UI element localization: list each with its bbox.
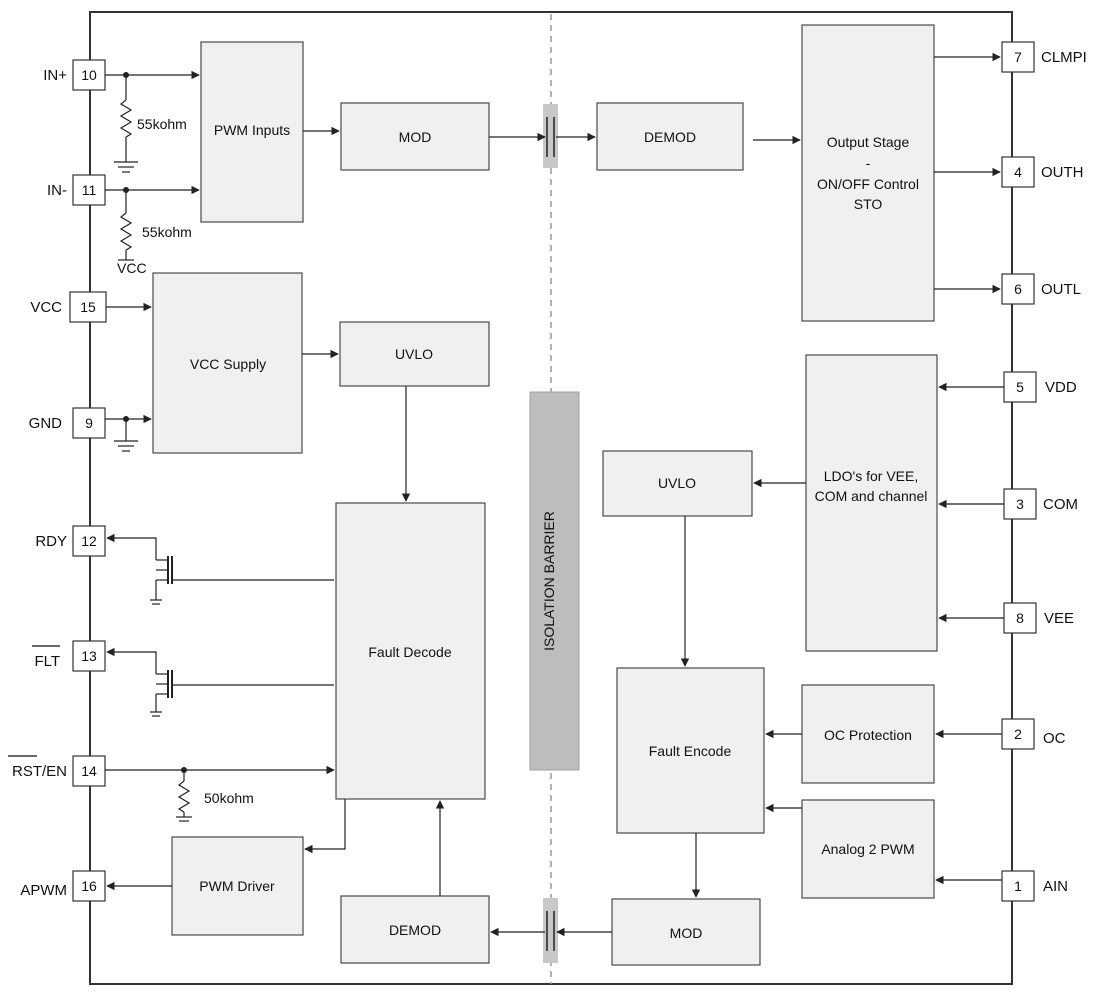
svg-text:IN+: IN+ <box>43 67 67 84</box>
isolation-capacitor-top <box>543 104 558 168</box>
svg-text:ON/OFF Control: ON/OFF Control <box>817 176 919 192</box>
block-uvlo-primary: UVLO <box>339 321 490 387</box>
svg-text:Analog 2 PWM: Analog 2 PWM <box>821 841 914 857</box>
pin-ain: 1 AIN <box>1001 870 1068 902</box>
svg-text:9: 9 <box>85 415 93 431</box>
block-demod-top: DEMOD <box>596 102 744 171</box>
ground-icon <box>114 161 138 173</box>
svg-text:OUTH: OUTH <box>1041 164 1084 181</box>
pin-oc: 2 OC <box>1001 718 1066 750</box>
svg-text:2: 2 <box>1014 726 1022 742</box>
pin-vee: 8 VEE <box>1003 602 1074 634</box>
pin-com: 3 COM <box>1003 488 1078 520</box>
svg-text:FLT: FLT <box>34 653 60 670</box>
svg-text:UVLO: UVLO <box>395 346 433 362</box>
svg-text:LDO's for VEE,: LDO's for VEE, <box>824 468 918 484</box>
svg-text:4: 4 <box>1014 164 1022 180</box>
svg-text:OC Protection: OC Protection <box>824 727 912 743</box>
pin-apwm: 16 APWM <box>20 870 106 902</box>
svg-text:10: 10 <box>81 67 97 83</box>
resistor-rst: 50kohm <box>176 770 254 822</box>
pin-flt: 13 FLT <box>32 640 106 672</box>
ground-icon <box>114 419 138 452</box>
svg-text:15: 15 <box>80 299 96 315</box>
isolation-capacitor-bottom <box>543 898 558 963</box>
block-fault-encode: Fault Encode <box>616 667 765 834</box>
svg-text:Fault Decode: Fault Decode <box>368 644 451 660</box>
svg-text:AIN: AIN <box>1043 878 1068 895</box>
svg-text:MOD: MOD <box>399 129 432 145</box>
block-fault-decode: Fault Decode <box>335 502 486 800</box>
pin-clmpi: 7 CLMPI <box>1001 41 1087 73</box>
block-uvlo-secondary: UVLO <box>602 450 753 517</box>
svg-text:14: 14 <box>81 763 97 779</box>
svg-text:DEMOD: DEMOD <box>644 129 696 145</box>
svg-text:VCC Supply: VCC Supply <box>190 356 266 372</box>
pin-outl: 6 OUTL <box>1001 273 1081 305</box>
block-ldo: LDO's for VEE, COM and channel <box>805 354 938 652</box>
svg-text:7: 7 <box>1014 49 1022 65</box>
block-oc-protection: OC Protection <box>801 684 935 784</box>
svg-text:RST/EN: RST/EN <box>12 763 67 780</box>
resistor-rst-label: 50kohm <box>204 790 254 806</box>
wires <box>105 52 1004 937</box>
resistor-in-minus-supply-label: VCC <box>117 260 147 276</box>
block-pwm-driver: PWM Driver <box>171 836 304 936</box>
block-vcc-supply: VCC Supply <box>152 272 303 454</box>
svg-text:VCC: VCC <box>30 299 62 316</box>
resistor-in-plus-label: 55kohm <box>137 116 187 132</box>
svg-text:UVLO: UVLO <box>658 475 696 491</box>
transistor-rdy <box>106 533 334 605</box>
svg-text:13: 13 <box>81 648 97 664</box>
pin-gnd: 9 GND <box>29 407 106 439</box>
pin-rst-en: 14 RST/EN <box>8 755 106 787</box>
svg-text:IN-: IN- <box>47 182 67 199</box>
transistor-flt <box>106 647 334 717</box>
block-demod-bottom: DEMOD <box>340 895 490 964</box>
svg-text:APWM: APWM <box>20 882 67 899</box>
svg-text:12: 12 <box>81 533 97 549</box>
svg-text:STO: STO <box>854 196 883 212</box>
svg-text:DEMOD: DEMOD <box>389 922 441 938</box>
isolation-barrier-label: ISOLATION BARRIER <box>541 511 557 651</box>
pin-outh: 4 OUTH <box>1001 156 1084 188</box>
svg-text:1: 1 <box>1014 878 1022 894</box>
svg-text:MOD: MOD <box>670 925 703 941</box>
svg-text:11: 11 <box>82 182 97 198</box>
svg-text:-: - <box>866 155 871 171</box>
pin-vcc: 15 VCC <box>30 291 107 323</box>
isolation-barrier-bar <box>529 391 580 771</box>
svg-text:8: 8 <box>1016 610 1024 626</box>
resistor-in-plus: 55kohm <box>119 75 187 162</box>
svg-text:Fault Encode: Fault Encode <box>649 743 732 759</box>
pin-in-minus: 11 IN- <box>47 174 106 206</box>
svg-text:PWM Driver: PWM Driver <box>199 878 275 894</box>
block-mod-bottom: MOD <box>611 898 761 966</box>
svg-text:VDD: VDD <box>1045 379 1077 396</box>
pin-in-plus: 10 IN+ <box>43 59 106 91</box>
svg-text:16: 16 <box>81 878 97 894</box>
svg-text:COM: COM <box>1043 496 1078 513</box>
svg-text:RDY: RDY <box>35 533 67 550</box>
svg-text:GND: GND <box>29 415 63 432</box>
svg-text:5: 5 <box>1016 379 1024 395</box>
svg-text:Output Stage: Output Stage <box>827 134 910 150</box>
block-mod-top: MOD <box>340 102 490 171</box>
svg-text:3: 3 <box>1016 496 1024 512</box>
svg-text:OC: OC <box>1043 730 1066 747</box>
block-pwm-inputs: PWM Inputs <box>200 41 304 223</box>
block-analog-2-pwm: Analog 2 PWM <box>801 799 935 899</box>
resistor-in-minus: 55kohm VCC <box>117 190 192 276</box>
svg-text:VEE: VEE <box>1044 610 1074 627</box>
svg-text:PWM Inputs: PWM Inputs <box>214 122 290 138</box>
pin-vdd: 5 VDD <box>1003 371 1077 403</box>
svg-text:OUTL: OUTL <box>1041 281 1081 298</box>
pin-rdy: 12 RDY <box>35 525 106 557</box>
svg-text:6: 6 <box>1014 281 1022 297</box>
block-output-stage: Output Stage - ON/OFF Control STO <box>801 24 935 322</box>
svg-text:COM and channel: COM and channel <box>815 488 928 504</box>
resistor-in-minus-label: 55kohm <box>142 224 192 240</box>
svg-text:CLMPI: CLMPI <box>1041 49 1087 66</box>
